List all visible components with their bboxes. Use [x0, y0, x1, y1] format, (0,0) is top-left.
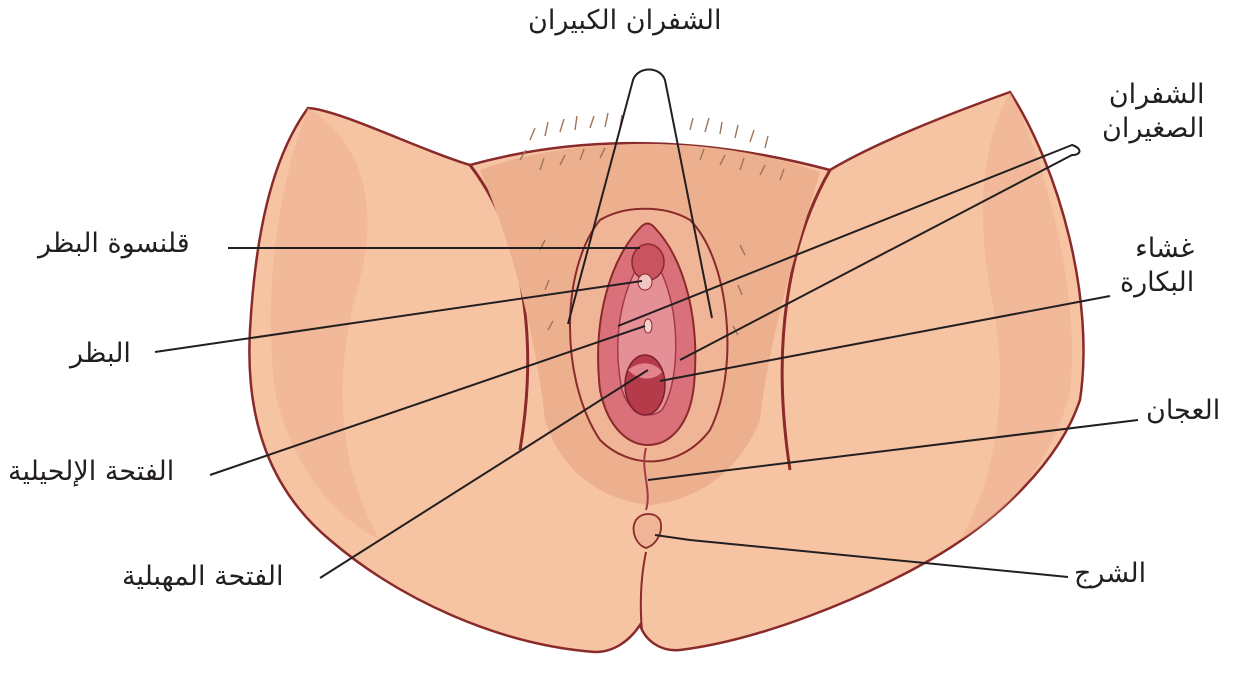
label-clitoral-hood: قلنسوة البظر	[38, 227, 190, 261]
label-vaginal-opening: الفتحة المهبلية	[122, 560, 284, 594]
label-labia-minora-line2: الصغيران	[1102, 112, 1205, 146]
label-labia-minora: الشفران الصغيران	[1102, 78, 1205, 146]
label-hymen-line2: البكارة	[1120, 266, 1194, 300]
label-hymen: غشاء البكارة	[1120, 232, 1194, 300]
label-perineum: العجان	[1146, 394, 1220, 428]
label-urethral-opening: الفتحة الإلحيلية	[8, 455, 174, 489]
label-clitoris: البظر	[70, 337, 131, 371]
label-hymen-line1: غشاء	[1120, 232, 1194, 266]
label-anus: الشرج	[1074, 557, 1146, 591]
urethra-shape	[644, 319, 652, 333]
label-labia-majora: الشفران الكبيران	[528, 4, 721, 38]
label-labia-minora-line1: الشفران	[1102, 78, 1205, 112]
